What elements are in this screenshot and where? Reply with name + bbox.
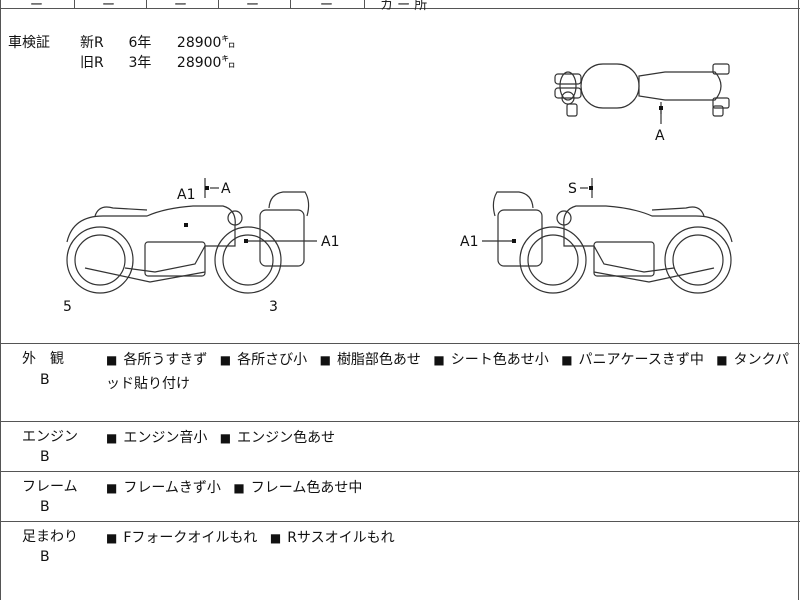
damage-diagram: 車検証 新R 6年 28900㌔ 旧R 3年 28900㌔ A xyxy=(0,9,800,344)
section-suspension: 足まわり B ■ Fフォークオイルもれ ■ Rサスオイルもれ xyxy=(0,522,800,600)
section-frame: フレーム B ■ フレームきず小 ■ フレーム色あせ中 xyxy=(0,472,800,522)
note-item: Rサスオイルもれ xyxy=(287,530,395,546)
note-item: フレームきず小 xyxy=(123,480,221,496)
header-fragment: ー xyxy=(102,0,116,13)
note-item: Fフォークオイルもれ xyxy=(123,530,258,546)
inspection-km: 28900㌔ xyxy=(176,55,236,71)
header-fragment: ー xyxy=(174,0,188,13)
bullet-icon: ■ xyxy=(269,531,282,545)
diagram-label: A1 xyxy=(177,187,195,203)
note-item: シート色あせ小 xyxy=(450,352,549,368)
bullet-icon: ■ xyxy=(106,531,118,545)
diagram-label: A xyxy=(655,128,665,144)
diagram-label: A xyxy=(221,181,231,197)
notes-list: ■ Fフォークオイルもれ ■ Rサスオイルもれ xyxy=(106,526,790,550)
bullet-icon: ■ xyxy=(219,431,232,445)
inspection-label: 車検証 xyxy=(8,35,50,51)
diagram-label: S xyxy=(568,181,577,197)
diagram-label: 3 xyxy=(269,299,278,315)
notes-list: ■ フレームきず小 ■ フレーム色あせ中 xyxy=(106,476,790,500)
bullet-icon: ■ xyxy=(233,481,245,495)
note-item: エンジン色あせ xyxy=(237,430,336,446)
category-label: 足まわり xyxy=(22,529,78,545)
motorcycle-left-view: A1 A A1 5 3 xyxy=(63,178,339,315)
note-item: タンクパッド貼り付け xyxy=(106,352,789,392)
grade-value: B xyxy=(40,372,50,388)
category-label: フレーム xyxy=(22,479,78,495)
note-item: 樹脂部色あせ xyxy=(336,352,421,368)
notes-list: ■ エンジン音小 ■ エンジン色あせ xyxy=(106,426,790,450)
header-fragment: ー xyxy=(320,0,334,13)
inspection-type: 新R xyxy=(80,35,104,51)
header-fragment: ー xyxy=(30,0,44,13)
section-engine: エンジン B ■ エンジン音小 ■ エンジン色あせ xyxy=(0,422,800,472)
bullet-icon: ■ xyxy=(716,353,728,367)
diagram-label: 5 xyxy=(63,299,72,315)
bullet-icon: ■ xyxy=(433,353,445,367)
grade-value: B xyxy=(40,449,50,465)
inspection-years: 6年 xyxy=(128,35,152,51)
category-label: 外 観 xyxy=(22,351,64,367)
motorcycle-right-view: S A1 xyxy=(460,178,733,294)
section-exterior: 外 観 B ■ 各所うすきず ■ 各所さび小 ■ 樹脂部色あせ ■ シート色あせ小 ■ パ… xyxy=(0,344,800,422)
inspection-type: 旧R xyxy=(80,55,104,71)
note-item: フレーム色あせ中 xyxy=(250,480,363,496)
note-item: エンジン音小 xyxy=(123,430,208,446)
note-item: パニアケースきず中 xyxy=(578,352,704,368)
bullet-icon: ■ xyxy=(106,431,118,445)
grade-value: B xyxy=(40,549,50,565)
bullet-icon: ■ xyxy=(319,353,331,367)
grade-value: B xyxy=(40,499,50,515)
inspection-row-new: 新R 6年 28900㌔ xyxy=(80,33,235,53)
header-fragment: ー xyxy=(246,0,260,13)
inspection-km: 28900㌔ xyxy=(176,35,236,51)
bullet-icon: ■ xyxy=(561,353,573,367)
motorcycle-top-view: A xyxy=(554,63,730,144)
note-item: 各所さび小 xyxy=(237,352,308,368)
bullet-icon: ■ xyxy=(219,353,232,367)
header-strip: ー ー ー ー ー カ ー 所 xyxy=(0,0,800,13)
inspection-years: 3年 xyxy=(128,55,152,71)
notes-list: ■ 各所うすきず ■ 各所さび小 ■ 樹脂部色あせ ■ シート色あせ小 ■ パニアケースき… xyxy=(106,348,790,396)
header-fragment: カ ー 所 xyxy=(380,0,428,13)
bullet-icon: ■ xyxy=(106,481,118,495)
diagram-label: A1 xyxy=(460,234,478,250)
inspection-row-old: 旧R 3年 28900㌔ xyxy=(80,53,235,73)
diagram-label: A1 xyxy=(321,234,339,250)
note-item: 各所うすきず xyxy=(123,352,208,368)
bullet-icon: ■ xyxy=(106,353,118,367)
category-label: エンジン xyxy=(22,429,78,445)
